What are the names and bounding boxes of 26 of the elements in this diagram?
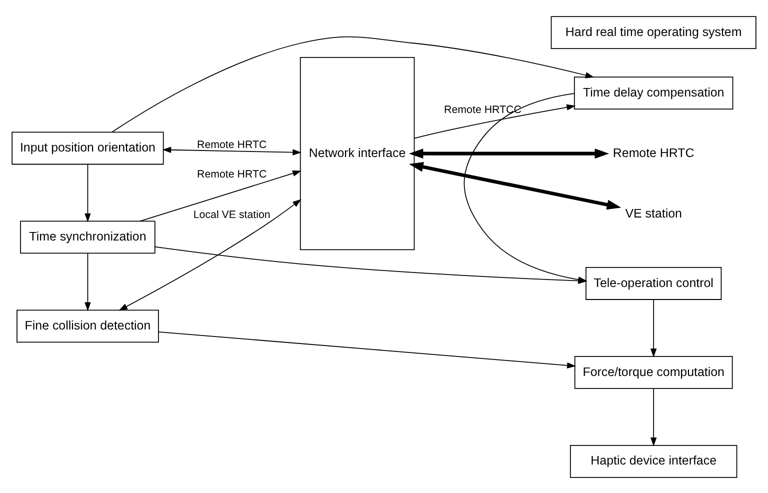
- node-box: Haptic device interface: [570, 444, 738, 478]
- node-box: Hard real time operating system: [550, 16, 756, 49]
- node-box: Fine collision detection: [16, 309, 159, 342]
- node-text: VE station: [625, 206, 682, 220]
- arrow: [650, 298, 657, 357]
- node-box: Time synchronization: [20, 220, 156, 254]
- arrow: [408, 148, 610, 158]
- arrow: [162, 146, 302, 155]
- edge-label: Local VE station: [193, 208, 270, 221]
- node-box: Input position orientation: [12, 131, 164, 164]
- arrow: [650, 388, 657, 446]
- arrow: [84, 163, 91, 222]
- arrow: [414, 104, 576, 138]
- edge-label: Remote HRTC: [197, 168, 267, 180]
- arrow: [84, 252, 91, 311]
- node-text: Remote HRTC: [612, 145, 694, 160]
- arrow: [409, 162, 622, 210]
- arrow: [112, 36, 594, 132]
- edge-label: Remote HRTC: [197, 138, 267, 150]
- node-box: Force/torque computation: [574, 356, 733, 388]
- node-box: Tele-operation control: [586, 266, 722, 300]
- arrow: [158, 330, 576, 368]
- arrow: [139, 170, 302, 222]
- node-box: Time delay compensation: [574, 76, 734, 110]
- node-box: Network interface: [300, 56, 415, 250]
- arrow: [118, 198, 302, 310]
